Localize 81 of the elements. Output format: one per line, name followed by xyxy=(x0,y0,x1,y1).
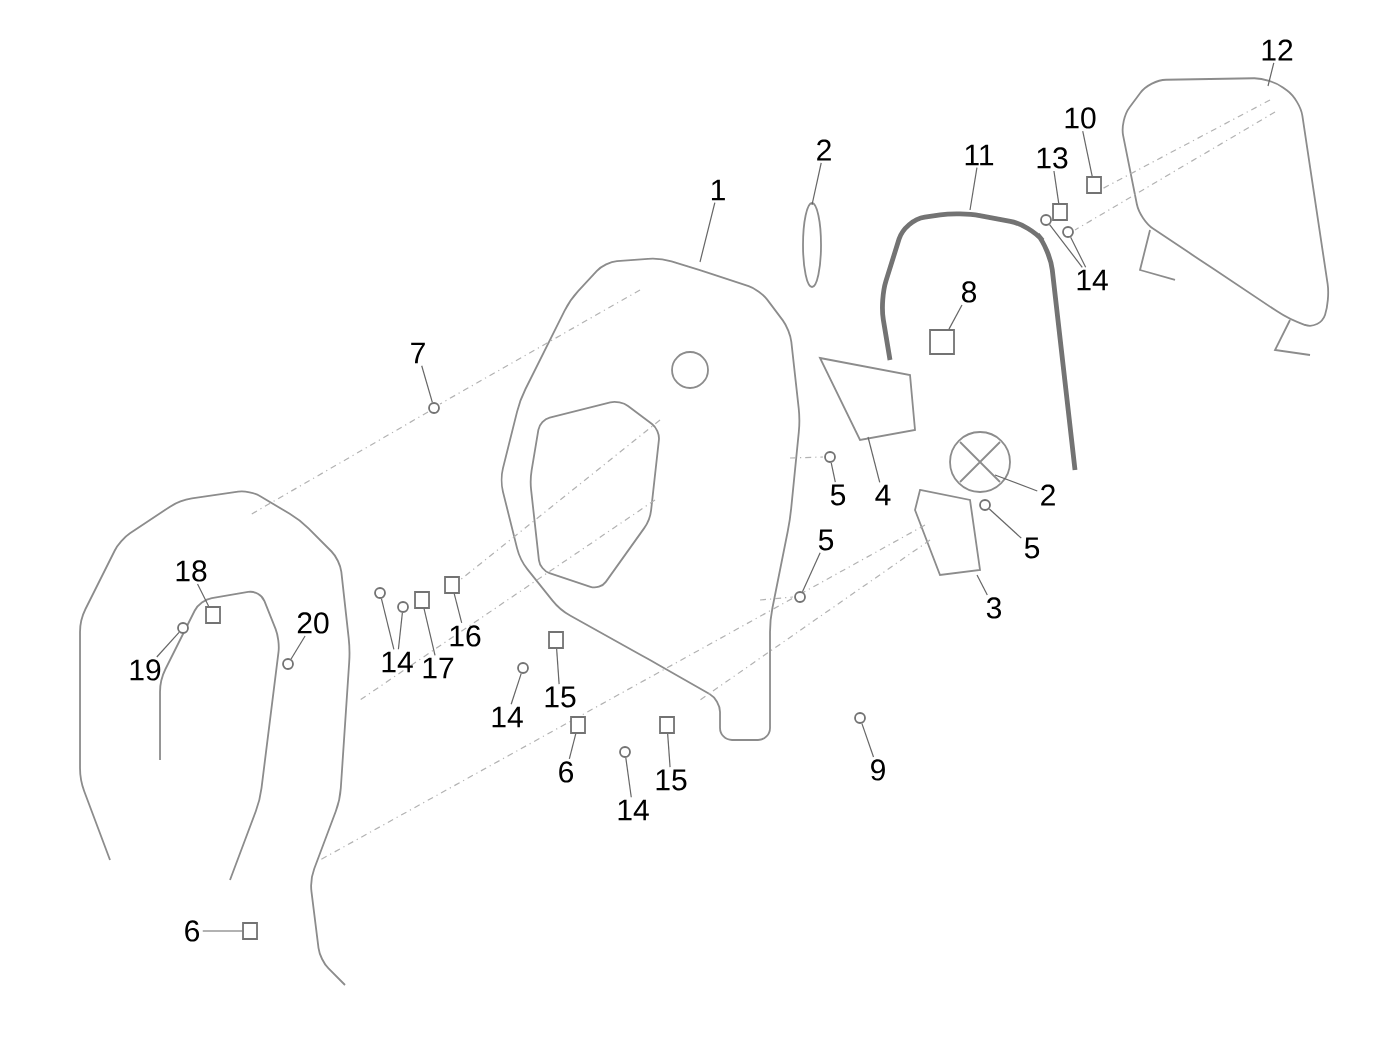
leader-line xyxy=(380,598,395,650)
screw-part xyxy=(517,662,529,674)
callout-number: 17 xyxy=(423,657,454,679)
clip-part xyxy=(548,631,564,649)
callout-number: 12 xyxy=(1262,39,1293,61)
callout-number: 15 xyxy=(545,686,576,708)
clip-part xyxy=(414,591,430,609)
clip-part xyxy=(1052,203,1068,221)
callout-number: 13 xyxy=(1037,147,1068,169)
callout-number: 5 xyxy=(830,484,846,506)
leader-line xyxy=(397,612,403,650)
leader-line xyxy=(994,474,1038,492)
clip-part xyxy=(1086,176,1102,194)
leader-line xyxy=(1053,170,1060,204)
leader-line xyxy=(625,757,632,798)
callout-number: 14 xyxy=(1077,269,1108,291)
leader-line xyxy=(196,583,210,607)
callout-number: 14 xyxy=(618,799,649,821)
leader-line xyxy=(510,673,522,705)
callout-number: 8 xyxy=(962,281,977,303)
callout-number: 18 xyxy=(176,560,207,582)
callout-number: 7 xyxy=(411,342,425,364)
leader-line xyxy=(453,593,463,624)
screw-part xyxy=(1062,226,1074,238)
leader-line xyxy=(948,304,963,330)
callout-number: 3 xyxy=(986,597,1002,619)
leader-line xyxy=(1267,62,1275,87)
leader-line xyxy=(568,733,577,760)
screw-part xyxy=(282,658,294,670)
screw-part xyxy=(177,622,189,634)
leader-line xyxy=(667,733,671,768)
callout-number: 2 xyxy=(817,139,831,161)
callout-number: 19 xyxy=(130,659,161,681)
clip-part xyxy=(444,576,460,594)
screw-part xyxy=(794,591,806,603)
callout-number: 14 xyxy=(382,651,413,673)
screw-part xyxy=(428,402,440,414)
callout-number: 5 xyxy=(1024,537,1040,559)
callout-number: 6 xyxy=(185,920,200,942)
leader-line xyxy=(290,635,306,660)
callout-number: 11 xyxy=(965,144,994,166)
leader-line xyxy=(988,508,1022,539)
callout-number: 15 xyxy=(656,769,687,791)
leader-line xyxy=(969,167,978,211)
clip-part xyxy=(929,329,955,355)
clip-part xyxy=(570,716,586,734)
screw-part xyxy=(854,712,866,724)
leader-line xyxy=(699,202,716,263)
leader-line xyxy=(421,365,433,403)
clip-part xyxy=(242,922,258,940)
clip-part xyxy=(205,606,221,624)
leader-line xyxy=(1082,130,1093,177)
callout-number: 9 xyxy=(871,759,885,781)
callout-number: 2 xyxy=(1041,484,1055,506)
leader-line xyxy=(1049,224,1083,268)
callout-number: 16 xyxy=(450,625,481,647)
callout-number: 1 xyxy=(711,179,725,201)
screw-part xyxy=(824,451,836,463)
screw-part xyxy=(397,601,409,613)
leader-line xyxy=(811,162,822,206)
leader-line xyxy=(830,462,836,483)
clip-part xyxy=(659,716,675,734)
leader-line xyxy=(156,631,180,658)
leader-line xyxy=(423,608,436,656)
leader-line xyxy=(861,722,875,758)
screw-part xyxy=(374,587,386,599)
leader-line xyxy=(202,930,243,932)
leader-line xyxy=(867,436,881,483)
callout-number: 20 xyxy=(297,612,329,634)
callout-number: 10 xyxy=(1065,107,1096,129)
callout-number: 6 xyxy=(559,761,574,783)
callout-number: 5 xyxy=(818,529,834,551)
screw-part xyxy=(979,499,991,511)
callout-number: 14 xyxy=(492,706,523,728)
leader-line xyxy=(556,648,560,685)
leader-line xyxy=(801,552,821,593)
leader-line xyxy=(976,574,988,596)
screw-part xyxy=(619,746,631,758)
leader-line xyxy=(1070,236,1087,268)
screw-part xyxy=(1040,214,1052,226)
callout-number: 4 xyxy=(875,484,891,506)
